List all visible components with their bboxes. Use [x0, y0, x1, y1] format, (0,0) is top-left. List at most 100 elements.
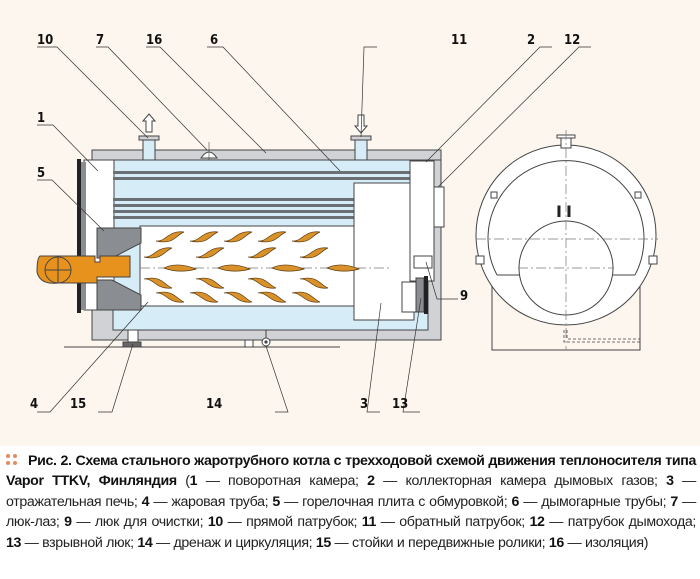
legend-item: 9 — люк для очистки; — [64, 514, 208, 530]
legend-text: — поворотная камера; — [197, 473, 368, 490]
front-view-mark: II — [556, 202, 576, 221]
leader-lines — [37, 46, 591, 413]
diagram-area: II 10 7 16 6 11 2 12 1 5 9 4 15 14 3 13 — [0, 0, 700, 446]
flame-icon — [223, 231, 253, 243]
legend-number: 13 — [6, 534, 22, 551]
boiler-side-section — [64, 113, 445, 348]
callout-2: 2 — [527, 33, 535, 48]
flames — [143, 231, 361, 303]
flame-icon — [155, 231, 185, 243]
legend-text: — обратный патрубок; — [376, 514, 530, 531]
legend-text: — горелочная плита с обмуровкой; — [279, 493, 512, 510]
legend-item: 7 — люк-лаз; — [6, 494, 696, 530]
legend-text: — люк для очистки; — [71, 514, 208, 531]
flame-icon — [143, 247, 173, 259]
legend-number: 14 — [137, 534, 153, 551]
legend-number: 15 — [315, 534, 331, 551]
callout-9: 9 — [460, 289, 468, 304]
legend-text: — люк-лаз; — [6, 493, 696, 531]
legend-item: 12 — патрубок дымохода; — [530, 514, 697, 530]
legend-item: 3 — отражательная печь; — [6, 473, 696, 509]
legend-number: 3 — [666, 473, 674, 490]
flame-icon — [257, 231, 287, 243]
legend-item: 5 — горелочная плита с обмуровкой; — [272, 494, 511, 510]
supply-nozzle-flange — [138, 135, 160, 141]
legend-number: 10 — [207, 514, 223, 531]
flame-icon — [299, 247, 329, 259]
legend-number: 1 — [189, 473, 198, 490]
callout-1: 1 — [37, 111, 45, 126]
legend-item: 10 — прямой патрубок; — [208, 514, 362, 530]
legend-text: — жаровая труба; — [149, 493, 273, 510]
burner-plate-bottom — [96, 279, 142, 311]
figure-label: Рис. 2. — [28, 453, 72, 469]
legend-item: 11 — обратный патрубок; — [362, 514, 530, 530]
legend-item: 2 — коллекторная камера дымовых газов; — [367, 473, 666, 489]
smoke-tubes — [113, 171, 428, 219]
flame-icon — [299, 277, 329, 289]
flame-icon — [195, 277, 225, 289]
legend-text: — дренаж и циркуляция; — [152, 534, 316, 551]
flame-icon — [189, 291, 219, 303]
burner — [36, 255, 131, 284]
legend-number: 6 — [511, 493, 520, 510]
callout-16: 16 — [146, 33, 162, 48]
flame-icon — [223, 291, 253, 303]
callout-7: 7 — [96, 33, 104, 48]
inflow-arrow-icon — [353, 114, 369, 134]
legend-text: — дымогарные трубы; — [519, 493, 671, 510]
rear-support — [244, 339, 254, 348]
flame-icon — [257, 291, 287, 303]
legend-list: 1 — поворотная камера; 2 — коллекторная … — [6, 473, 696, 550]
flame-icon — [155, 291, 185, 303]
legend-number: 9 — [64, 514, 72, 531]
callout-labels: 10 7 16 6 11 2 12 1 5 9 4 15 14 3 13 — [30, 33, 580, 412]
outflow-arrow-icon — [141, 113, 157, 133]
explosion-hatch — [415, 277, 425, 313]
callout-6: 6 — [210, 33, 218, 48]
legend-item: 14 — дренаж и циркуляция; — [137, 535, 316, 551]
legend-number: 2 — [367, 473, 375, 490]
callout-10: 10 — [37, 33, 53, 48]
legend-number: 16 — [548, 534, 564, 551]
flame-icon — [271, 264, 306, 272]
legend-item: 13 — взрывной люк; — [6, 535, 137, 551]
caption-paren-open: ( — [176, 473, 190, 490]
flame-icon — [326, 264, 361, 272]
legend-text: — стойки и передвижные ролики; — [330, 534, 549, 551]
explosion-hatch-door — [424, 276, 428, 314]
supply-nozzle — [142, 139, 156, 161]
flame-icon — [195, 247, 225, 259]
legend-number: 11 — [361, 514, 377, 531]
callout-11: 11 — [451, 33, 467, 48]
legend-text: — изоляция — [563, 534, 645, 551]
callout-5: 5 — [37, 166, 45, 181]
legend-number: 4 — [141, 493, 150, 510]
caption-paren-close: ) — [643, 534, 649, 551]
callout-15: 15 — [70, 397, 86, 412]
chimney-nozzle — [433, 186, 445, 228]
caption-bullet-icon — [6, 454, 20, 466]
explosion-hatch-body — [401, 281, 417, 313]
legend-item: 1 — поворотная камера; — [190, 473, 367, 489]
legend-item: 15 — стойки и передвижные ролики; — [316, 535, 549, 551]
flame-icon — [217, 264, 252, 272]
front-door-plate — [81, 162, 86, 310]
burner-plate-top — [96, 227, 142, 259]
flame-icon — [247, 277, 277, 289]
figure-title: Схема стального жаротрубного котла с тре… — [6, 453, 697, 490]
legend-number: 12 — [529, 514, 545, 531]
flame-icon — [247, 247, 277, 259]
legend-text: — взрывной люк; — [21, 534, 138, 551]
legend-item: 16 — изоляция — [549, 535, 644, 551]
callout-13: 13 — [392, 397, 408, 412]
legend-text: — прямой патрубок; — [222, 514, 362, 531]
legend-item: 6 — дымогарные трубы; — [511, 494, 670, 510]
legend-text: — коллекторная камера дымовых газов; — [374, 473, 667, 490]
flame-icon — [163, 264, 198, 272]
legend-text: — патрубок дымохода; — [544, 514, 697, 531]
flame-icon — [291, 291, 321, 303]
front-door — [77, 159, 81, 313]
figure-caption: Рис. 2. Схема стального жаротрубного кот… — [6, 451, 696, 553]
legend-text: — отражательная печь; — [6, 473, 697, 510]
